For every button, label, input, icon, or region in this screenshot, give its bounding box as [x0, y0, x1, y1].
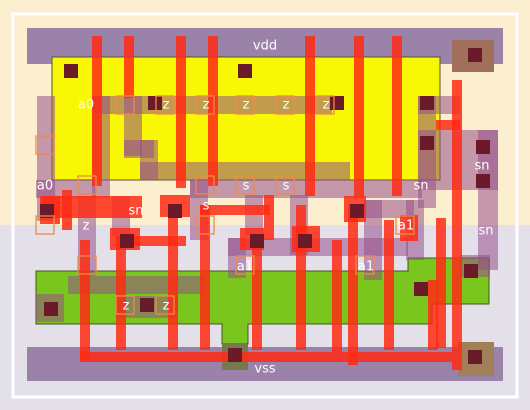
- label-z-left: z: [83, 219, 90, 234]
- label-z-bottom-2: z: [163, 299, 170, 314]
- label-z-bottom-1: z: [123, 299, 130, 314]
- label-z-top-4: z: [283, 98, 290, 113]
- label-s-1: s: [243, 179, 250, 194]
- label-a0-left: a0: [37, 179, 53, 194]
- label-z-top-1: z: [163, 98, 170, 113]
- label-vdd: vdd: [253, 39, 277, 54]
- net-labels: vdd vss a0 a0 z z z z z z z z s s s sn s…: [37, 39, 494, 377]
- label-a0-top: a0: [78, 98, 94, 113]
- label-sn-right-low: sn: [478, 224, 493, 239]
- label-a1-3: a1: [358, 260, 374, 275]
- label-a1-1: a1: [398, 219, 414, 234]
- pin-outlines: [35, 95, 415, 315]
- label-sn-mid: sn: [413, 179, 428, 194]
- label-vss: vss: [254, 362, 275, 377]
- cell-boundary: [11, 12, 519, 399]
- label-sn-left: sn: [128, 204, 143, 219]
- label-z-top-3: z: [243, 98, 250, 113]
- label-z-top-5: z: [323, 98, 330, 113]
- contacts: [40, 48, 490, 364]
- label-z-top-2: z: [203, 98, 210, 113]
- label-s-2: s: [283, 179, 290, 194]
- label-a1-2: a1: [237, 260, 253, 275]
- label-sn-right-top: sn: [474, 159, 489, 174]
- label-s-3: s: [203, 199, 210, 214]
